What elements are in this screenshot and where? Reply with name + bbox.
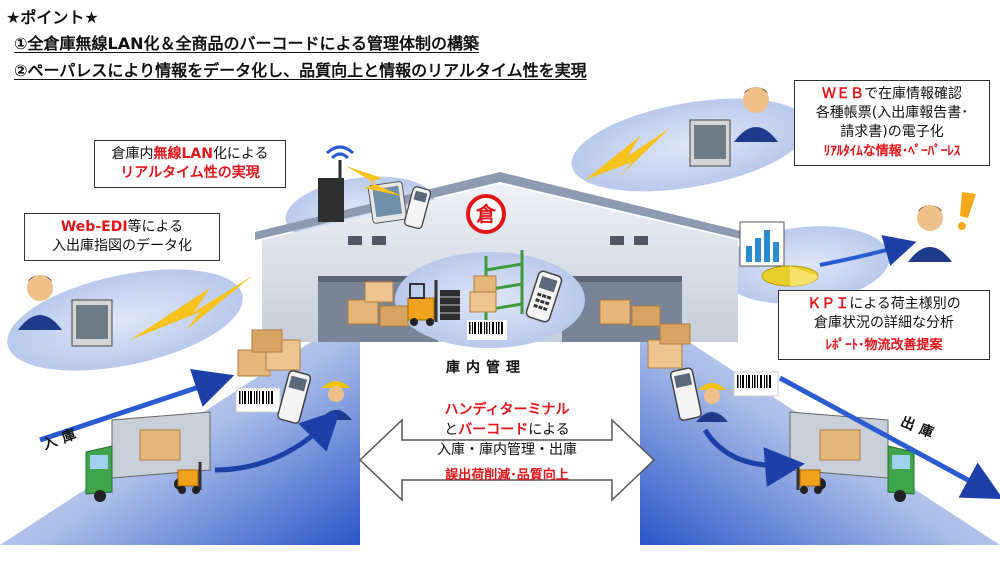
truck-icon	[85, 411, 211, 502]
callout-kpi-line3: ﾚﾎﾟｰﾄ･物流改善提案	[825, 338, 943, 353]
callout-wireless-line1: 倉庫内無線LAN化による	[101, 145, 279, 164]
text-pre: と	[444, 422, 459, 438]
text-post: 等による	[127, 219, 184, 235]
handy-terminal-icon	[403, 186, 432, 230]
callout-web-line4: ﾘｱﾙﾀｲﾑな情報･ﾍﾟｰﾊﾟｰﾚｽ	[823, 144, 961, 159]
point-2: ②ペーパレスにより情報をデータ化し、品質向上と情報のリアルタイム性を実現	[14, 57, 587, 81]
callout-web: ＷＥＢで在庫情報確認 各種帳票(入出庫報告書･ 請求書)の電子化 ﾘｱﾙﾀｲﾑな…	[794, 80, 990, 166]
callout-web-line1: ＷＥＢで在庫情報確認	[801, 85, 983, 104]
callout-handy-line3: 入庫・庫内管理・出庫	[437, 442, 577, 458]
person-at-computer-icon	[689, 87, 778, 167]
callout-web-line3: 請求書)の電子化	[840, 124, 944, 140]
callout-edi-line2: 入出庫指図のデータ化	[52, 238, 192, 254]
label-inside-management: 庫内管理	[446, 360, 526, 376]
handy-terminal-icon	[277, 370, 312, 424]
barcode-icon	[235, 387, 281, 413]
forklift-icon	[177, 462, 202, 494]
worker-icon	[696, 383, 728, 422]
forklift-icon	[407, 280, 438, 326]
callout-edi-line1: Web-EDI等による	[31, 218, 213, 237]
callout-wireless-line2: リアルタイム性の実現	[120, 165, 260, 181]
company-logo: 倉	[476, 202, 496, 226]
double-arrow	[358, 418, 656, 502]
person-icon	[908, 205, 952, 262]
text-post: 化による	[212, 146, 269, 162]
text-red: ＫＰＩ	[807, 296, 850, 312]
barcode-icon	[733, 371, 779, 397]
person-at-computer-icon	[18, 275, 113, 347]
handy-terminal-icon	[525, 270, 563, 323]
logo-circle	[466, 194, 506, 234]
text-red: 無線LAN	[153, 146, 213, 162]
point-1-text: ①全倉庫無線LAN化＆全商品のバーコードによる管理体制の構築	[14, 34, 480, 53]
callout-kpi-line1: ＫＰＩによる荷主様別の	[785, 295, 983, 314]
text-pre: 倉庫内	[111, 146, 154, 162]
callout-handy-terminal: ハンディターミナル とバーコードによる 入庫・庫内管理・出庫 誤出荷削減･品質向…	[402, 400, 612, 486]
callout-handy-line1: ハンディターミナル	[444, 402, 570, 418]
text-post: による荷主様別の	[849, 296, 961, 312]
text-red: Web-EDI	[60, 219, 128, 235]
barcode-icon	[467, 320, 507, 340]
text-post: による	[528, 422, 570, 438]
lightning-left-mid	[130, 276, 252, 340]
ellipse-left	[7, 269, 243, 371]
handy-terminal-icon	[669, 367, 702, 421]
callout-handy-line2: とバーコードによる	[402, 420, 612, 440]
callout-handy-line4: 誤出荷削減･品質向上	[445, 468, 569, 483]
lightning-right-top	[585, 128, 670, 180]
lightning-left	[346, 166, 402, 196]
text-post: で在庫情報確認	[864, 86, 962, 102]
point-2-text: ②ペーパレスにより情報をデータ化し、品質向上と情報のリアルタイム性を実現	[14, 61, 587, 80]
callout-kpi-line2: 倉庫状況の詳細な分析	[814, 315, 954, 331]
page-title: ★ポイント★	[6, 8, 99, 27]
wifi-router-icon	[318, 145, 355, 222]
text-red: ＷＥＢ	[822, 86, 864, 102]
callout-wireless-lan: 倉庫内無線LAN化による リアルタイム性の実現	[94, 140, 286, 188]
cardboard-box-icon	[347, 281, 661, 327]
callout-kpi: ＫＰＩによる荷主様別の 倉庫状況の詳細な分析 ﾚﾎﾟｰﾄ･物流改善提案	[778, 290, 990, 360]
exclamation-icon	[958, 192, 976, 230]
callout-web-line2: 各種帳票(入出庫報告書･	[815, 105, 969, 121]
point-1: ①全倉庫無線LAN化＆全商品のバーコードによる管理体制の構築	[14, 30, 479, 54]
cardboard-box-icon	[647, 323, 691, 369]
chart-icon	[739, 221, 785, 267]
callout-web-edi: Web-EDI等による 入出庫指図のデータ化	[24, 213, 220, 261]
text-red: バーコード	[458, 422, 529, 438]
pie-chart-icon	[761, 265, 819, 287]
cardboard-box-icon	[237, 329, 301, 377]
